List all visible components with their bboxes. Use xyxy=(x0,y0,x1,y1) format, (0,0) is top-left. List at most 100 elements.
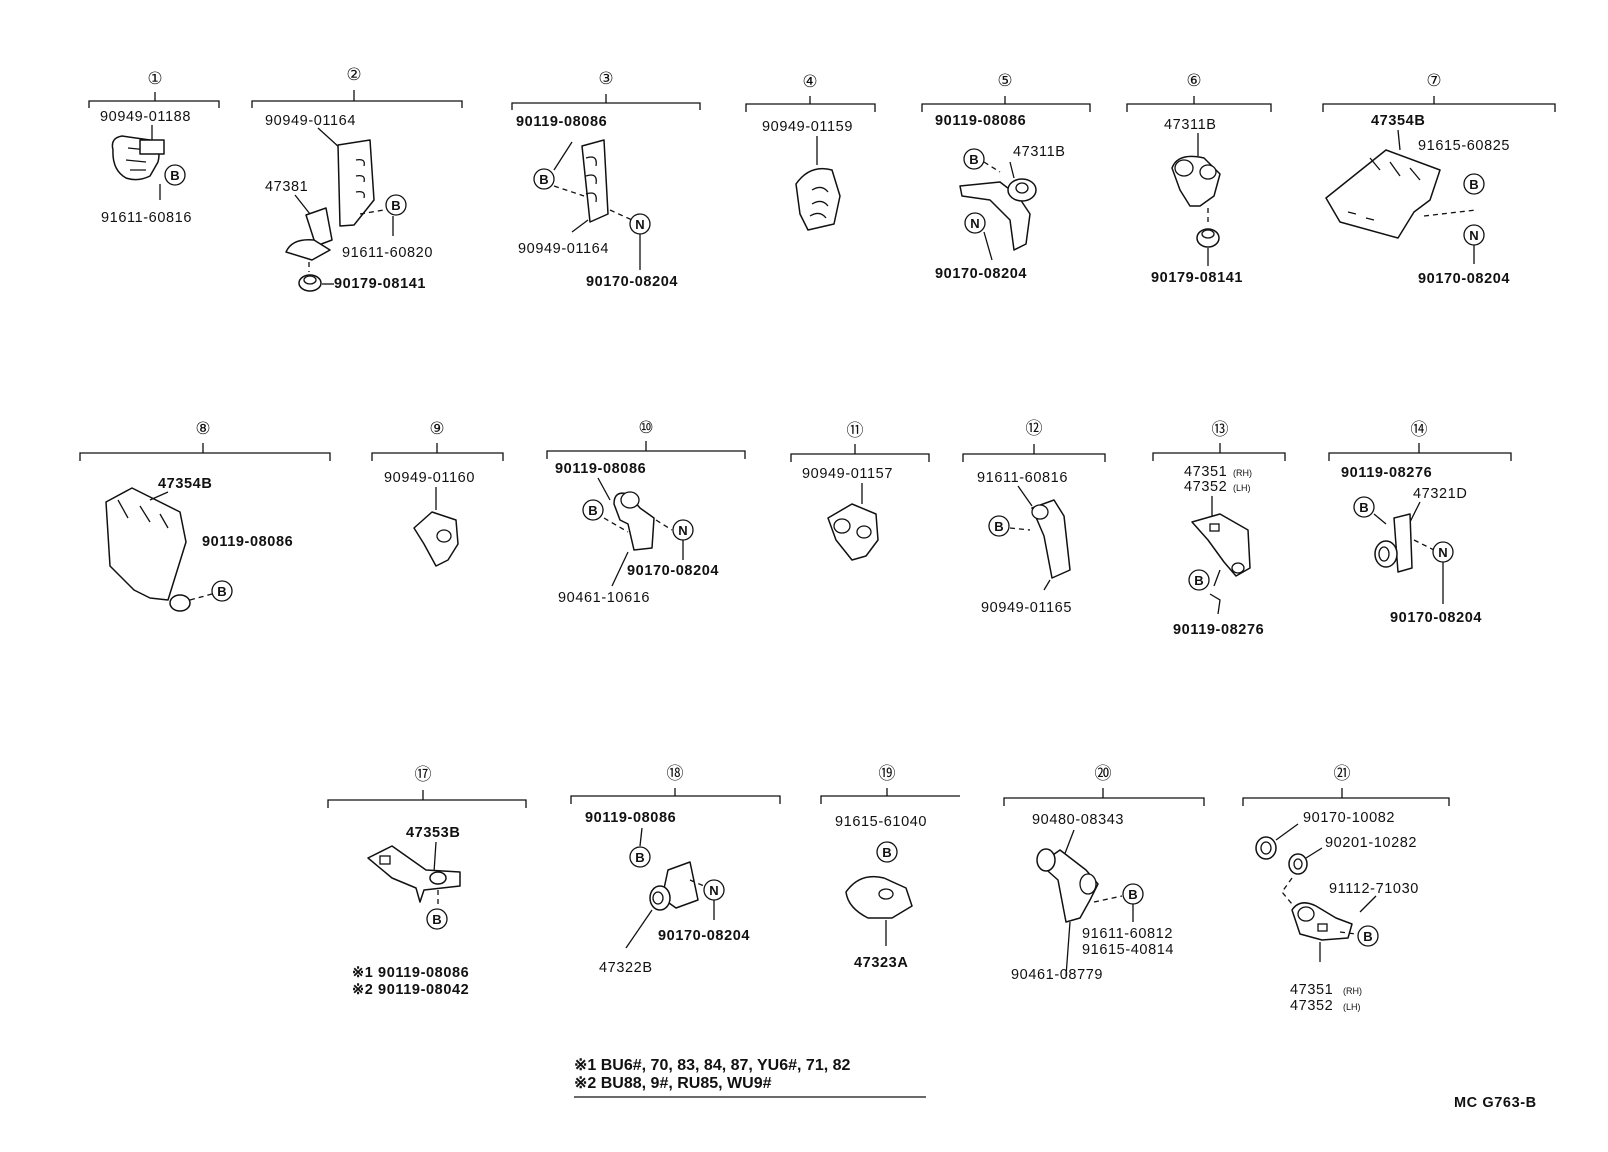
group-10-part-2: 90170-08204 xyxy=(627,563,719,579)
clip-icon xyxy=(413,511,459,567)
group-7-part-1: 47354B xyxy=(1371,113,1425,129)
bolt-marker-icon: B xyxy=(164,164,186,186)
svg-text:B: B xyxy=(1469,177,1478,192)
group-3-number: ③ xyxy=(598,69,613,88)
bolt-marker-icon: B xyxy=(876,841,898,863)
applicability-notes: ※1 BU6#, 70, 83, 84, 87, YU6#, 71, 82 ※2… xyxy=(574,1057,926,1098)
group-21-part-3: 91112-71030 xyxy=(1329,881,1419,897)
group-3-part-1: 90119-08086 xyxy=(516,114,607,130)
note-1: ※1 BU6#, 70, 83, 84, 87, YU6#, 71, 82 xyxy=(574,1057,851,1074)
svg-text:B: B xyxy=(1128,887,1137,902)
svg-text:B: B xyxy=(882,845,891,860)
group-18-leader-3 xyxy=(625,909,653,949)
group-2-part-3: 91611-60820 xyxy=(342,245,433,261)
group-2: ② 90949-01164 47381 91611-60820 90179-08… xyxy=(251,65,463,292)
group-8-number: ⑧ xyxy=(195,419,210,438)
bracket-icon xyxy=(649,861,699,911)
group-6: ⑥ 47311B 90179-08141 xyxy=(1126,71,1272,286)
group-20-part-4: 90461-08779 xyxy=(1011,967,1103,983)
group-17-part-2: ※1 90119-08086 xyxy=(352,965,469,981)
group-18-bracket xyxy=(570,788,781,804)
group-14-part-1: 90119-08276 xyxy=(1341,465,1432,481)
group-6-part-1: 47311B xyxy=(1164,117,1217,133)
bracket-icon xyxy=(581,139,609,223)
group-7: ⑦ 47354B 91615-60825 90170-08204 B N xyxy=(1322,71,1556,287)
group-11-number: ⑪ xyxy=(847,421,864,440)
clip-icon xyxy=(827,503,879,561)
washer-icon xyxy=(1288,853,1308,875)
group-21-bracket xyxy=(1242,788,1450,806)
group-18-leader xyxy=(639,827,643,847)
group-21-number: ㉑ xyxy=(1334,764,1351,783)
group-19-number: ⑲ xyxy=(879,764,896,783)
group-20: ⑳ 90480-08343 B 91611-60812 91615-40814 … xyxy=(1003,764,1205,983)
bracket-icon xyxy=(959,178,1037,251)
group-1-part-2: 91611-60816 xyxy=(101,210,192,226)
group-5-leader-2 xyxy=(983,231,993,261)
note-2: ※2 BU88, 9#, RU85, WU9# xyxy=(574,1075,772,1092)
group-7-part-2: 91615-60825 xyxy=(1418,138,1510,154)
group-2-bracket xyxy=(251,90,463,108)
group-4-part-1: 90949-01159 xyxy=(762,119,853,135)
nut-marker-icon: N xyxy=(1463,224,1485,246)
group-5-bracket xyxy=(921,96,1091,112)
bracket-icon xyxy=(337,139,375,227)
bolt-marker-icon: B xyxy=(629,846,651,868)
group-5-leader xyxy=(1009,161,1015,179)
group-20-leader-3 xyxy=(1065,921,1071,977)
group-6-bracket xyxy=(1126,96,1272,112)
svg-text:B: B xyxy=(1363,929,1372,944)
group-12-dash xyxy=(1009,527,1031,531)
group-21-leader-2 xyxy=(1305,847,1323,859)
group-10-leader xyxy=(597,477,611,501)
svg-text:N: N xyxy=(1438,545,1447,560)
group-8-dash xyxy=(189,593,213,601)
group-1-part-1: 90949-01188 xyxy=(100,109,191,125)
bracket-icon xyxy=(1031,499,1071,579)
group-18-dash xyxy=(689,879,705,887)
nut-marker-icon: N xyxy=(964,212,986,234)
clip-icon xyxy=(795,167,841,231)
svg-text:B: B xyxy=(432,912,441,927)
group-5-part-2: 47311B xyxy=(1013,144,1066,160)
group-4-bracket xyxy=(745,96,876,112)
group-12-leader-2 xyxy=(1043,579,1051,591)
group-12-bracket xyxy=(962,444,1106,462)
svg-text:B: B xyxy=(994,519,1003,534)
svg-text:B: B xyxy=(170,168,179,183)
group-9-part-1: 90949-01160 xyxy=(384,470,475,486)
group-3-leader-2 xyxy=(571,219,589,233)
svg-text:B: B xyxy=(1194,573,1203,588)
group-21-dash xyxy=(1281,877,1293,905)
group-17-bracket xyxy=(327,790,527,808)
clip-icon xyxy=(845,875,913,919)
group-14-part-3: 90170-08204 xyxy=(1390,610,1482,626)
group-12-number: ⑫ xyxy=(1026,419,1043,438)
group-10-bracket xyxy=(546,441,746,459)
group-7-part-3: 90170-08204 xyxy=(1418,271,1510,287)
group-18-number: ⑱ xyxy=(667,764,684,783)
group-9: ⑨ 90949-01160 xyxy=(371,419,504,567)
group-7-dash xyxy=(1423,209,1477,217)
group-5-dash xyxy=(983,161,1001,173)
group-21-leader xyxy=(1275,823,1299,841)
group-9-bracket xyxy=(371,443,504,461)
group-8-part-2: 90119-08086 xyxy=(202,534,293,550)
group-8-part-1: 47354B xyxy=(158,476,212,492)
svg-text:B: B xyxy=(969,152,978,167)
nut-marker-icon: N xyxy=(1432,541,1454,563)
group-14-number: ⑭ xyxy=(1411,420,1428,439)
group-11-bracket xyxy=(790,444,930,462)
group-6-part-2: 90179-08141 xyxy=(1151,270,1243,286)
group-9-number: ⑨ xyxy=(429,419,444,438)
bolt-marker-icon: B xyxy=(426,908,448,930)
svg-text:B: B xyxy=(217,584,226,599)
drawing-code: MC G763-B xyxy=(1454,1095,1537,1111)
group-2-part-1: 90949-01164 xyxy=(265,113,356,129)
group-7-leader xyxy=(1397,129,1401,151)
bolt-marker-icon: B xyxy=(988,515,1010,537)
group-1: ① 90949-01188 91611-60816 B xyxy=(88,69,220,226)
group-4: ④ 90949-01159 xyxy=(745,72,876,231)
svg-text:N: N xyxy=(1469,228,1478,243)
group-10-dash xyxy=(603,517,629,533)
